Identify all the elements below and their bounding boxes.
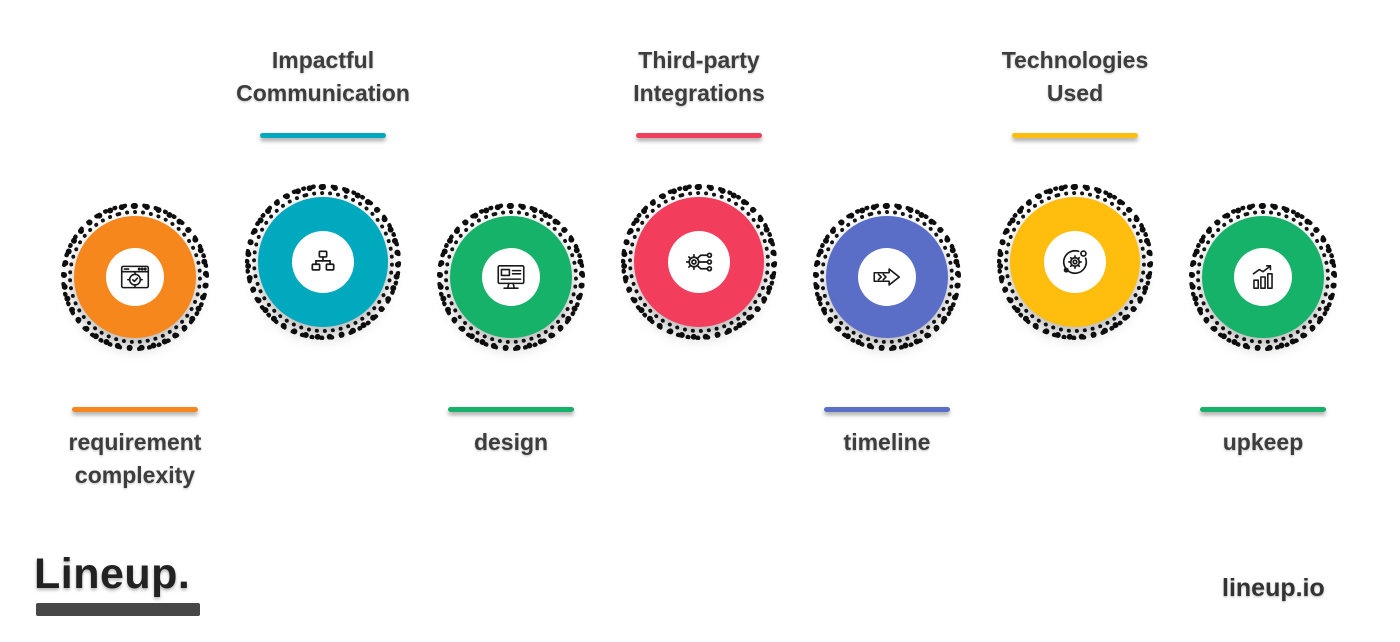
stipple-ring bbox=[997, 184, 1153, 340]
process-arrow-icon bbox=[873, 268, 901, 286]
underline-bar bbox=[1200, 407, 1326, 412]
stipple-ring bbox=[61, 203, 209, 351]
step-requirement-complexity: requirement complexity bbox=[41, 0, 229, 642]
step-circle bbox=[245, 184, 401, 340]
step-circle bbox=[813, 203, 961, 351]
step-label: timeline bbox=[772, 426, 1002, 459]
stipple-ring bbox=[621, 184, 777, 340]
step-label-line: complexity bbox=[74, 462, 196, 488]
icon-disc bbox=[1234, 248, 1292, 306]
underline-bar bbox=[636, 133, 762, 138]
step-label-line: upkeep bbox=[1222, 429, 1304, 455]
sitemap-icon bbox=[311, 250, 335, 271]
icon-disc bbox=[106, 248, 164, 306]
step-label-line: Third-party bbox=[638, 47, 760, 73]
icon-disc bbox=[858, 248, 916, 306]
underline-bar bbox=[72, 407, 198, 412]
step-label-line: Used bbox=[1046, 80, 1104, 106]
step-label: requirement complexity bbox=[20, 426, 250, 492]
stipple-ring bbox=[437, 203, 585, 351]
stipple-ring bbox=[813, 203, 961, 351]
step-label-line: Integrations bbox=[633, 80, 765, 106]
icon-disc bbox=[482, 248, 540, 306]
step-design: design bbox=[417, 0, 605, 642]
icon-disc bbox=[292, 231, 354, 293]
step-label-line: design bbox=[473, 429, 549, 455]
step-label-line: Communication bbox=[236, 80, 410, 106]
gear-orbit-icon bbox=[1062, 249, 1088, 275]
step-label: upkeep bbox=[1148, 426, 1378, 459]
step-label-line: Impactful bbox=[271, 47, 375, 73]
step-circle bbox=[997, 184, 1153, 340]
stipple-ring bbox=[1189, 203, 1337, 351]
step-label: design bbox=[396, 426, 626, 459]
underline-bar bbox=[824, 407, 950, 412]
underline-bar bbox=[1012, 133, 1138, 138]
gear-circuit-icon bbox=[685, 252, 713, 272]
colored-disc bbox=[258, 197, 388, 327]
step-circle bbox=[61, 203, 209, 351]
step-label-line: requirement bbox=[68, 429, 202, 455]
underline-bar bbox=[448, 407, 574, 412]
step-technologies-used: Technologies Used bbox=[981, 0, 1169, 642]
step-timeline: timeline bbox=[793, 0, 981, 642]
step-circle bbox=[621, 184, 777, 340]
colored-disc bbox=[634, 197, 764, 327]
underline-bar bbox=[260, 133, 386, 138]
stipple-ring bbox=[245, 184, 401, 340]
icon-disc bbox=[668, 231, 730, 293]
step-label-line: timeline bbox=[843, 429, 931, 455]
colored-disc bbox=[1202, 216, 1324, 338]
step-label: Impactful Communication bbox=[208, 44, 438, 110]
website-text: lineup.io bbox=[1222, 574, 1325, 602]
step-third-party-integrations: Third-party Integrations bbox=[605, 0, 793, 642]
step-label: Technologies Used bbox=[960, 44, 1190, 110]
growth-chart-icon bbox=[1252, 265, 1273, 289]
logo-text: Lineup. bbox=[34, 550, 191, 598]
colored-disc bbox=[826, 216, 948, 338]
icon-disc bbox=[1044, 231, 1106, 293]
step-circle bbox=[437, 203, 585, 351]
colored-disc bbox=[74, 216, 196, 338]
step-upkeep: upkeep bbox=[1169, 0, 1357, 642]
colored-disc bbox=[450, 216, 572, 338]
browser-target-icon bbox=[120, 265, 150, 289]
monitor-design-icon bbox=[497, 265, 525, 289]
step-impactful-communication: Impactful Communication bbox=[229, 0, 417, 642]
colored-disc bbox=[1010, 197, 1140, 327]
step-circle bbox=[1189, 203, 1337, 351]
step-label: Third-party Integrations bbox=[584, 44, 814, 110]
step-label-line: Technologies bbox=[1001, 47, 1149, 73]
logo-tagline-redacted bbox=[36, 603, 200, 616]
